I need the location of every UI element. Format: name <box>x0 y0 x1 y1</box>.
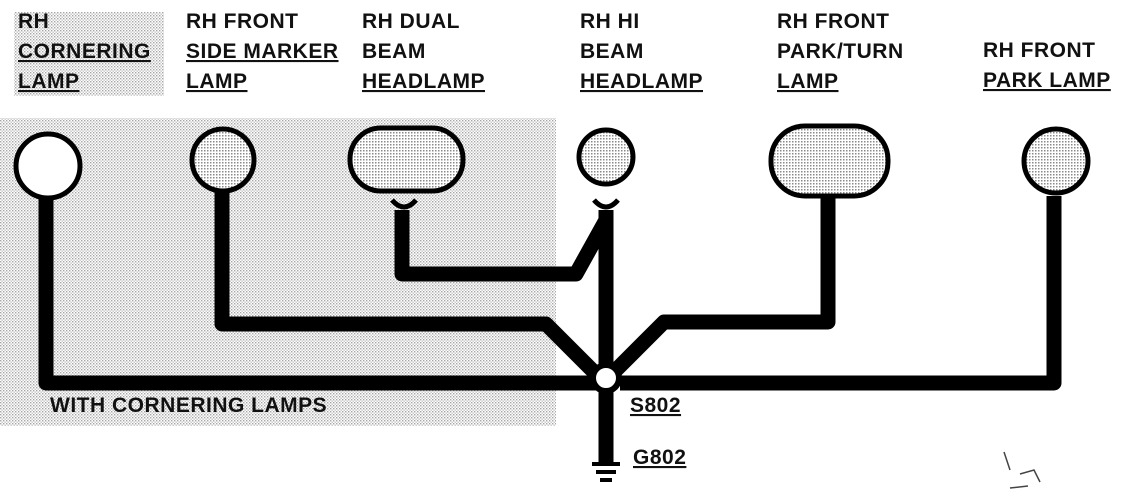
svg-text:LAMP: LAMP <box>186 70 248 93</box>
wire-park-turn-lamp <box>608 198 836 378</box>
cornering-lamp-icon <box>13 131 83 201</box>
wire-cornering-lamp <box>38 196 596 391</box>
side-marker-lamp-icon <box>189 126 257 194</box>
cornering-label-shading <box>14 12 164 96</box>
wire-dual-beam-headlamp <box>394 210 613 282</box>
dual-beam-headlamp-icon <box>347 125 466 194</box>
svg-text:LAMP: LAMP <box>18 70 80 93</box>
svg-text:RH FRONT: RH FRONT <box>777 10 890 33</box>
park-turn-lamp-icon <box>768 123 891 199</box>
svg-text:PARK LAMP: PARK LAMP <box>983 69 1111 92</box>
svg-text:SIDE MARKER: SIDE MARKER <box>186 40 339 63</box>
dual-beam-socket-icon <box>390 198 418 210</box>
ground-label: G802 <box>633 446 686 469</box>
wire-side-marker-lamp <box>214 190 604 382</box>
svg-text:RH FRONT: RH FRONT <box>983 39 1096 62</box>
svg-text:RH HI: RH HI <box>580 10 640 33</box>
svg-text:PARK/TURN: PARK/TURN <box>777 40 904 63</box>
hi-beam-headlamp-icon <box>576 127 636 187</box>
label-cornering-lamp: RH CORNERING LAMP <box>18 10 151 93</box>
hi-beam-socket-icon <box>592 198 620 210</box>
label-hi-beam-headlamp: RH HI BEAM HEADLAMP <box>580 10 703 93</box>
label-dual-beam-headlamp: RH DUAL BEAM HEADLAMP <box>362 10 485 93</box>
svg-text:RH DUAL: RH DUAL <box>362 10 460 33</box>
park-lamp-icon <box>1021 126 1091 196</box>
scan-marks <box>1003 451 1041 489</box>
svg-text:BEAM: BEAM <box>580 40 644 63</box>
ground-g802-icon <box>592 462 620 482</box>
label-side-marker-lamp: RH FRONT SIDE MARKER LAMP <box>186 10 339 93</box>
svg-text:RH: RH <box>18 10 49 33</box>
option-note: WITH CORNERING LAMPS <box>50 394 327 417</box>
label-park-turn-lamp: RH FRONT PARK/TURN LAMP <box>777 10 904 93</box>
splice-label: S802 <box>630 394 681 417</box>
svg-text:RH FRONT: RH FRONT <box>186 10 299 33</box>
svg-text:BEAM: BEAM <box>362 40 426 63</box>
svg-text:CORNERING: CORNERING <box>18 40 151 63</box>
wires <box>38 190 1062 462</box>
svg-text:HEADLAMP: HEADLAMP <box>580 70 703 93</box>
svg-text:LAMP: LAMP <box>777 70 839 93</box>
wire-park-lamp <box>620 196 1062 391</box>
label-park-lamp: RH FRONT PARK LAMP <box>983 39 1111 92</box>
svg-text:HEADLAMP: HEADLAMP <box>362 70 485 93</box>
splice-s802-icon <box>590 362 622 394</box>
